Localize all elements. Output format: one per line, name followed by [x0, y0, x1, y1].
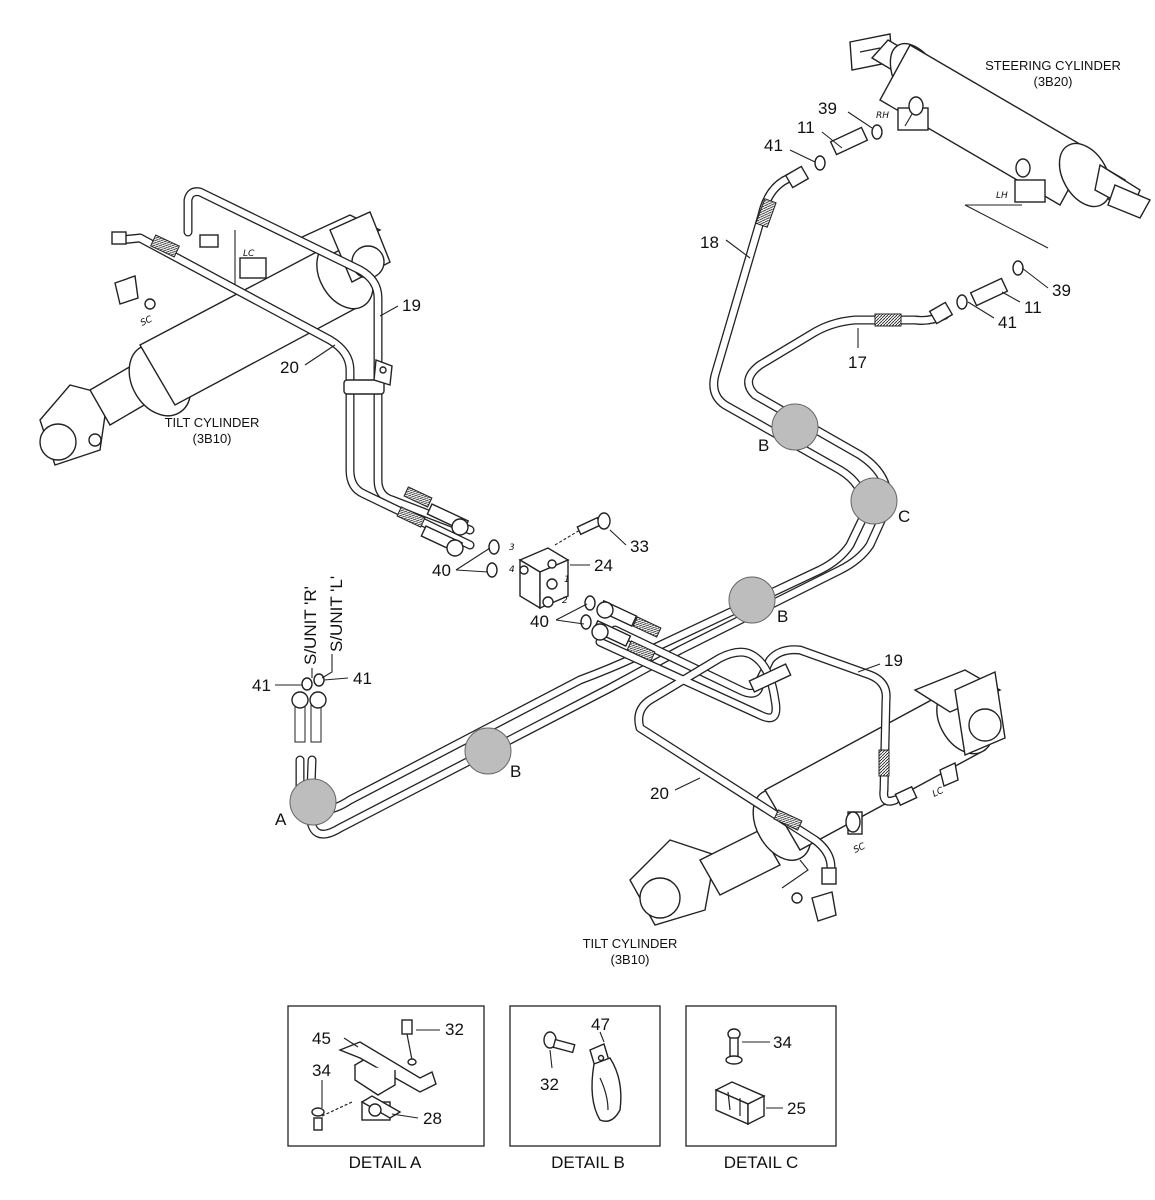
port-mark-sc-right: SC — [852, 841, 868, 855]
marker-a: A — [275, 810, 287, 829]
callout-40-upper: 40 — [432, 561, 451, 580]
block-port-2: 2 — [562, 596, 568, 606]
hose-18 — [295, 170, 869, 815]
fitting-11-mid — [956, 260, 1024, 310]
callout-33: 33 — [630, 537, 649, 556]
detail-a-callout-32: 32 — [445, 1020, 464, 1039]
callout-17: 17 — [848, 353, 867, 372]
steering-cylinder-code: (3B20) — [1033, 74, 1072, 89]
block-port-4: 4 — [509, 565, 515, 575]
hose-end-fittings — [111, 165, 954, 885]
detail-a-panel — [287, 1005, 485, 1147]
tilt-cylinder-right-name: TILT CYLINDER — [583, 936, 678, 951]
detail-c-callout-34: 34 — [773, 1033, 792, 1052]
port-mark-lc-right: LC — [931, 786, 946, 800]
block-port-1: 1 — [564, 575, 570, 585]
tilt-cylinder-right-code: (3B10) — [610, 952, 649, 967]
callout-19-right: 19 — [884, 651, 903, 670]
detail-c-title: DETAIL C — [724, 1153, 799, 1172]
hose-20-left — [115, 233, 475, 550]
detail-b-callout-47: 47 — [591, 1015, 610, 1034]
marker-b3: B — [758, 436, 769, 455]
hose-19-left — [183, 187, 475, 535]
steering-cylinder — [849, 33, 1151, 219]
tilt-cylinder-right — [629, 669, 1006, 926]
tilt-cylinder-left — [39, 211, 391, 466]
clamp-zone-a — [289, 778, 337, 826]
fitting-11-top — [814, 124, 883, 171]
callout-41-right: 41 — [353, 669, 372, 688]
clamp-markers — [289, 403, 898, 826]
marker-c: C — [898, 507, 910, 526]
port-mark-lh: LH — [996, 191, 1008, 201]
callout-20-left: 20 — [280, 358, 299, 377]
tilt-cylinder-left-name: TILT CYLINDER — [165, 415, 260, 430]
callout-20-right: 20 — [650, 784, 669, 803]
detail-b-callout-32: 32 — [540, 1075, 559, 1094]
supply-unit-left-label: S/UNIT 'L' — [327, 576, 346, 652]
detail-c-panel — [685, 1005, 837, 1147]
hose-20-right — [595, 637, 836, 880]
callout-11-top: 11 — [797, 118, 815, 137]
bolt-33 — [554, 512, 611, 546]
detail-a-callout-34: 34 — [312, 1061, 331, 1080]
callout-40-lower: 40 — [530, 612, 549, 631]
callout-18: 18 — [700, 233, 719, 252]
tilt-cylinder-left-code: (3B10) — [192, 431, 231, 446]
detail-b-title: DETAIL B — [551, 1153, 625, 1172]
port-mark-rh: RH — [876, 111, 889, 121]
distribution-block-24 — [518, 547, 570, 610]
detail-a-callout-28: 28 — [423, 1109, 442, 1128]
clamp-zone-b1 — [464, 727, 512, 775]
callout-41-mid: 41 — [998, 313, 1017, 332]
callout-24: 24 — [594, 556, 613, 575]
port-mark-sc-left: SC — [139, 314, 155, 328]
callout-19-left: 19 — [402, 296, 421, 315]
clamp-zone-b3 — [771, 403, 819, 451]
detail-a-callout-45: 45 — [312, 1029, 331, 1048]
detail-c-callout-25: 25 — [787, 1099, 806, 1118]
detail-a-title: DETAIL A — [349, 1153, 422, 1172]
block-port-3: 3 — [509, 543, 515, 553]
o-rings-40 — [486, 539, 596, 630]
clamp-zone-b2 — [728, 576, 776, 624]
callout-11-mid: 11 — [1024, 298, 1042, 317]
hose-ferrules — [150, 198, 902, 831]
marker-b2: B — [777, 607, 788, 626]
port-mark-lc-left: LC — [243, 249, 255, 259]
callout-41-left: 41 — [252, 676, 271, 695]
steering-cylinder-name: STEERING CYLINDER — [985, 58, 1121, 73]
tube-clamp-left — [343, 359, 393, 395]
marker-b1: B — [510, 762, 521, 781]
supply-unit-right-label: S/UNIT 'R' — [301, 586, 320, 665]
o-rings-41-supply — [301, 673, 325, 691]
callout-leaders — [275, 111, 1049, 791]
callout-41-top: 41 — [764, 136, 783, 155]
clamp-zone-c — [850, 477, 898, 525]
callout-39-top: 39 — [818, 99, 837, 118]
callout-39-mid: 39 — [1052, 281, 1071, 300]
detail-b-panel — [509, 1005, 661, 1147]
